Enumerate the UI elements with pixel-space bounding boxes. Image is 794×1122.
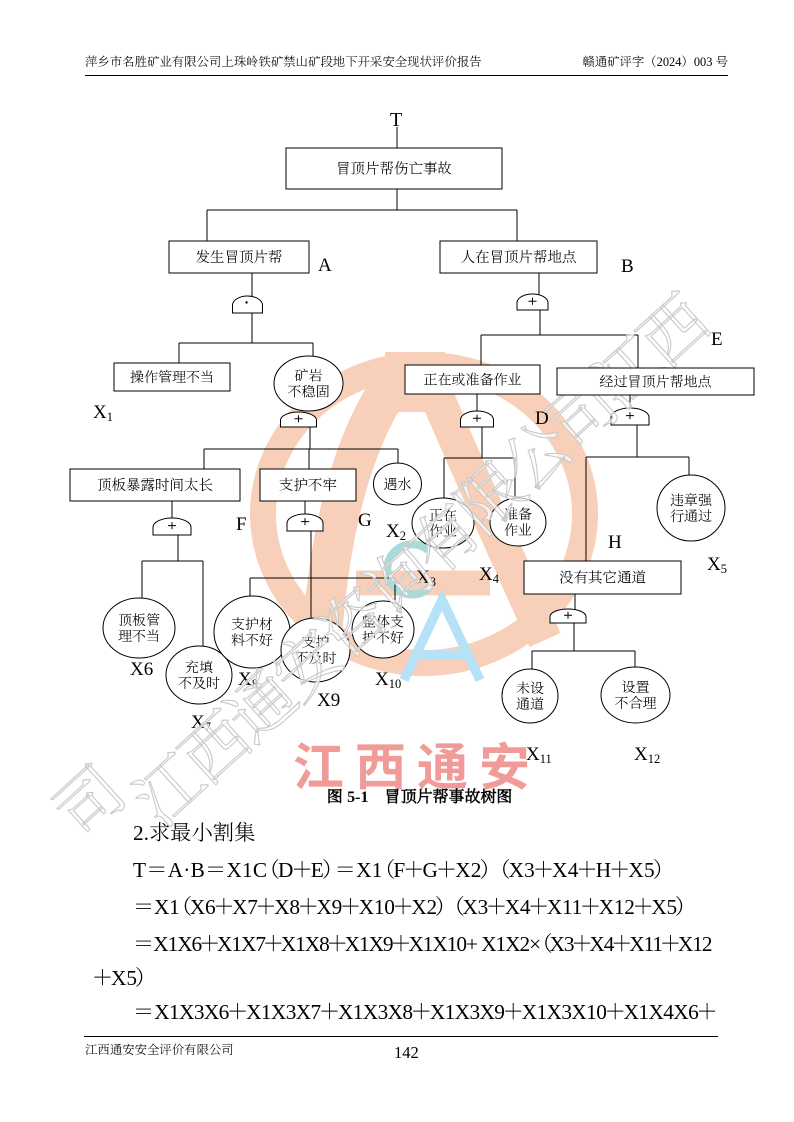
svg-text:未设: 未设 [516,678,544,698]
svg-text:护不好: 护不好 [362,628,404,648]
svg-text:准备: 准备 [504,504,532,524]
svg-text:没有其它通道: 没有其它通道 [559,567,646,588]
svg-text:X9: X9 [317,690,340,711]
svg-text:F: F [236,514,247,535]
svg-text:支护: 支护 [302,632,330,652]
svg-text:X5: X5 [707,554,727,576]
svg-text:X11: X11 [526,744,552,766]
svg-text:X6: X6 [130,659,153,680]
svg-text:发生冒顶片帮: 发生冒顶片帮 [196,246,283,267]
svg-text:料不好: 料不好 [231,630,273,650]
svg-text:充填: 充填 [185,657,213,677]
svg-text:作业: 作业 [429,521,457,541]
svg-text:行通过: 行通过 [670,506,712,526]
svg-text:作业: 作业 [504,520,532,540]
svg-text:通道: 通道 [516,694,544,714]
svg-text:矿岩: 矿岩 [295,366,323,386]
svg-text:H: H [608,532,622,553]
svg-text:支护材: 支护材 [231,614,273,634]
svg-text:支护不牢: 支护不牢 [279,474,337,495]
svg-text:T: T [390,109,402,131]
svg-text:整体支: 整体支 [362,612,404,632]
svg-text:A: A [318,255,332,276]
svg-text:设置: 设置 [622,677,650,697]
svg-text:G: G [358,510,372,531]
svg-text:X12: X12 [634,744,660,766]
svg-text:经过冒顶片帮地点: 经过冒顶片帮地点 [600,372,712,392]
svg-text:遇水: 遇水 [384,474,412,494]
svg-text:正在或准备作业: 正在或准备作业 [424,370,522,390]
svg-text:X1: X1 [93,402,113,424]
svg-text:冒顶片帮伤亡事故: 冒顶片帮伤亡事故 [336,158,452,179]
svg-text:D: D [535,408,549,429]
svg-text:顶板暴露时间太长: 顶板暴露时间太长 [97,474,213,495]
svg-text:E: E [711,329,723,350]
svg-text:江西通安: 江西通安 [293,726,541,800]
svg-text:正在: 正在 [429,505,457,525]
svg-text:不合理: 不合理 [615,693,657,713]
svg-text:不及时: 不及时 [178,673,220,693]
svg-text:违章强: 违章强 [670,490,712,510]
svg-text:不及时: 不及时 [295,648,337,668]
svg-text:人在冒顶片帮地点: 人在冒顶片帮地点 [461,246,577,267]
svg-text:不稳固: 不稳固 [288,382,330,402]
svg-text:B: B [621,256,634,277]
svg-text:操作管理不当: 操作管理不当 [130,367,214,387]
svg-text:理不当: 理不当 [118,626,160,646]
svg-text:顶板管: 顶板管 [118,610,160,630]
